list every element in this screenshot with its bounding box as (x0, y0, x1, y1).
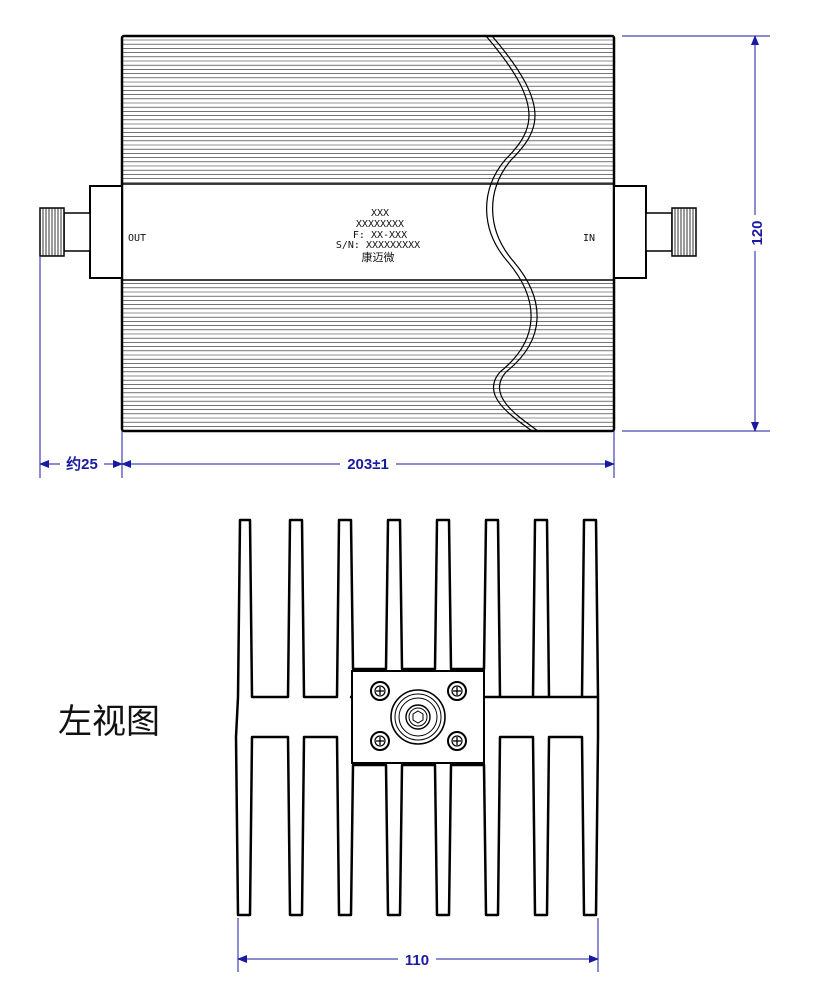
label-line: F: XX-XXX (353, 230, 407, 241)
dimension-height: 120 (749, 220, 766, 245)
port-label-in: IN (583, 233, 595, 244)
brand-label: 康迈微 (362, 250, 395, 264)
n-type-connector-icon (613, 185, 697, 279)
side-view: 左视图 (58, 518, 600, 917)
dimension-connector-length: 约25 (66, 455, 98, 473)
side-view-title: 左视图 (58, 702, 160, 742)
dimension-body-length: 203±1 (347, 456, 389, 473)
n-type-connector-icon (39, 185, 123, 279)
port-label-out: OUT (128, 233, 146, 244)
label-line: XXX (371, 208, 389, 219)
label-line: S/N: XXXXXXXXX (336, 240, 420, 251)
screw-icon (370, 731, 390, 751)
label-line: XXXXXXXX (356, 219, 404, 230)
break-line (485, 35, 533, 432)
screw-icon (447, 681, 467, 701)
dimension-width: 110 (405, 952, 429, 969)
side-view-outline (234, 518, 600, 917)
screw-icon (447, 731, 467, 751)
screw-icon (370, 681, 390, 701)
top-view: OUT IN XXX XXXXXXXX F: XX-XXX S/N: XXXXX… (39, 34, 697, 433)
n-type-connector-icon (390, 689, 446, 745)
